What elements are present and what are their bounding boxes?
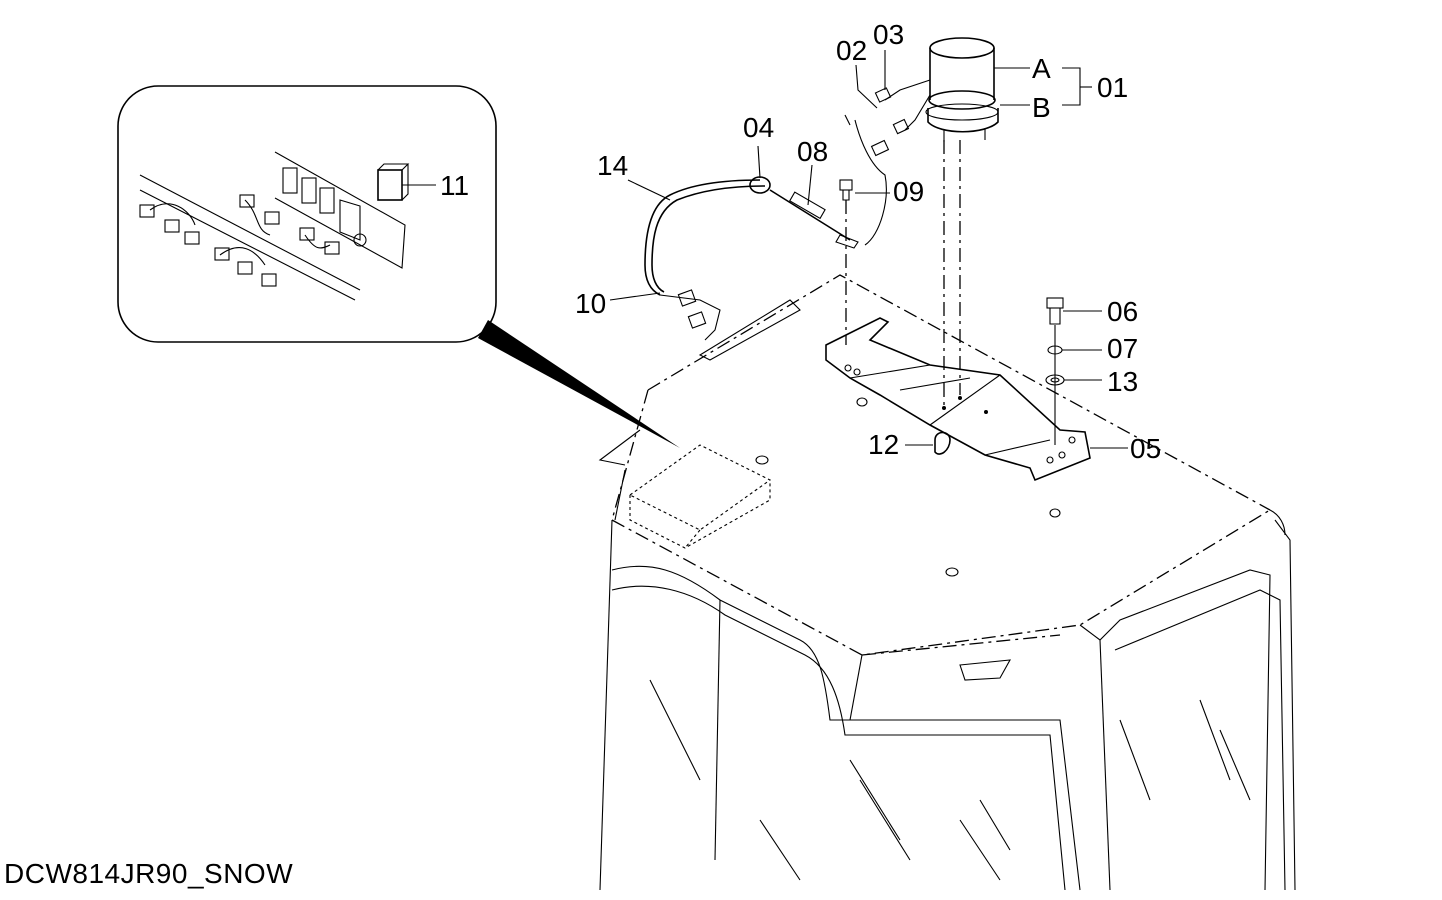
leader-lines	[402, 50, 1128, 449]
cab-frame	[598, 299, 1296, 891]
label-02: 02	[836, 35, 867, 66]
label-05: 05	[1130, 433, 1161, 464]
drawing-code: DCW814JR90_SNOW	[4, 858, 294, 889]
label-08: 08	[797, 136, 828, 167]
label-14: 14	[597, 150, 628, 181]
bolt-09	[839, 179, 853, 201]
label-06: 06	[1107, 296, 1138, 327]
harness	[644, 179, 766, 296]
label-10: 10	[575, 288, 606, 319]
roof-bolts	[755, 397, 1061, 577]
label-13: 13	[1107, 366, 1138, 397]
bracket	[825, 317, 1091, 482]
detail-inset	[117, 85, 680, 448]
label-B: B	[1032, 92, 1051, 123]
cab-roof-outline	[611, 274, 1271, 656]
label-04: 04	[743, 112, 774, 143]
label-07: 07	[1107, 333, 1138, 364]
part-labels: 03 02 A B 01 04 08 14 09 11 10 06 07 13 …	[440, 19, 1161, 464]
label-03: 03	[873, 19, 904, 50]
label-09: 09	[893, 176, 924, 207]
label-12: 12	[868, 429, 899, 460]
label-01: 01	[1097, 72, 1128, 103]
switch-panel-location	[628, 444, 772, 549]
label-A: A	[1032, 53, 1051, 84]
wing-nut	[934, 431, 951, 455]
connectors	[844, 87, 910, 246]
clip-and-cable	[749, 176, 859, 249]
beacon-lamp	[884, 37, 999, 142]
harness-connectors	[659, 289, 721, 341]
assembly-lines	[845, 140, 1056, 445]
label-11: 11	[440, 170, 469, 201]
